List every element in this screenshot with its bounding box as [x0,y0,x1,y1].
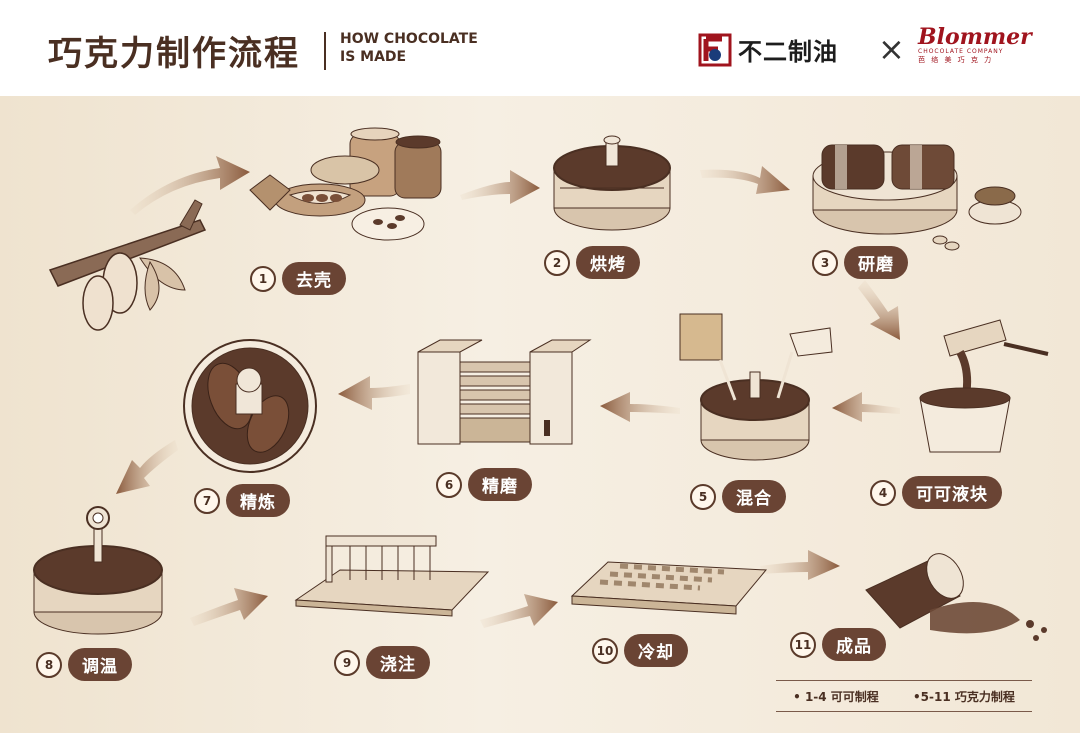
legend-cocoa-process: • 1-4 可可制程 [793,689,879,704]
step-number: 10 [592,637,618,664]
blommer-logo: Blommer CHOCOLATE COMPANY 芭 络 美 巧 克 力 [918,24,1038,80]
step-label: 精磨 [468,468,532,501]
step-2: 2 烘烤 [544,246,640,279]
step-3: 3 研磨 [812,246,908,279]
step-number: 11 [790,631,816,658]
step-7: 7 精炼 [194,484,290,517]
refiner-machine-illustration [417,339,592,445]
step-6: 6 精磨 [436,468,532,501]
step-number: 2 [544,249,570,276]
finished-chocolate-illustration [865,553,1047,641]
brand-2-name: Blommer [918,24,1032,50]
step-number: 1 [250,265,276,292]
depositing-machine-illustration [294,535,490,617]
step-label: 去壳 [282,262,346,295]
cocoa-liquor-illustration [919,319,1049,453]
brand-2-cn: 芭 络 美 巧 克 力 [918,56,994,64]
collab-separator: × [878,30,905,68]
illustration-layer [33,127,1049,641]
step-label: 精炼 [226,484,290,517]
step-8: 8 调温 [36,648,132,681]
step-4: 4 可可液块 [870,476,1002,509]
legend: • 1-4 可可制程 •5-11 巧克力制程 [776,680,1032,712]
step-number: 7 [194,487,220,514]
conching-illustration [183,339,317,473]
subtitle-line-2: IS MADE [340,49,407,65]
step-9: 9 浇注 [334,646,430,679]
page-subtitle: HOW CHOCOLATE IS MADE [340,30,500,66]
mixing-tank-illustration [679,313,833,461]
step-label: 混合 [722,480,786,513]
step-label: 冷却 [624,634,688,667]
title-divider [324,32,326,70]
fuji-oil-logo: 不二制油 [698,32,838,67]
cocoa-harvest-illustration [48,127,442,331]
legend-chocolate-process: •5-11 巧克力制程 [913,689,1015,704]
subtitle-line-1: HOW CHOCOLATE [340,31,478,47]
step-label: 可可液块 [902,476,1002,509]
step-label: 烘烤 [576,246,640,279]
grinding-mill-illustration [812,144,1022,251]
header: 巧克力制作流程 HOW CHOCOLATE IS MADE 不二制油 × Blo… [0,0,1080,96]
step-10: 10 冷却 [592,634,688,667]
step-number: 6 [436,471,462,498]
step-number: 4 [870,479,896,506]
cooling-tray-illustration [570,561,768,615]
fuji-oil-icon [698,33,732,66]
step-number: 3 [812,249,838,276]
step-label: 调温 [68,648,132,681]
flow-arrows [116,156,900,628]
step-5: 5 混合 [690,480,786,513]
step-label: 浇注 [366,646,430,679]
step-11: 11 成品 [790,628,886,661]
step-label: 研磨 [844,246,908,279]
step-number: 5 [690,483,716,510]
step-1: 1 去壳 [250,262,346,295]
page-title: 巧克力制作流程 [48,34,300,74]
brand-1-name: 不二制油 [738,38,838,66]
roasting-drum-illustration [553,135,671,231]
brand-2-subtitle: CHOCOLATE COMPANY [918,48,1004,55]
step-label: 成品 [822,628,886,661]
step-number: 8 [36,651,62,678]
step-number: 9 [334,649,360,676]
tempering-tank-illustration [33,506,163,635]
